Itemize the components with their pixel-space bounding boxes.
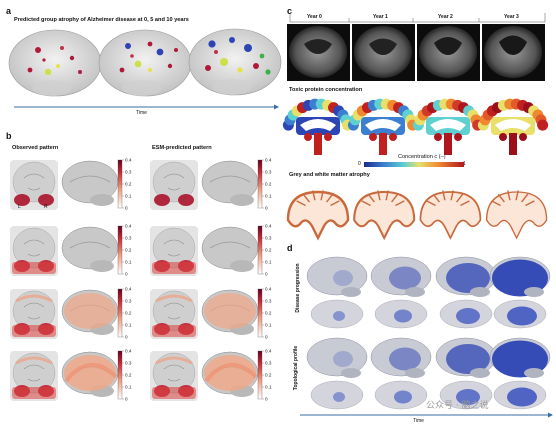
- colorbar-tick: 0.3: [265, 236, 272, 241]
- glass-brain-year10: [188, 28, 282, 96]
- colorbar-tick: 0.3: [125, 170, 132, 175]
- concentration-label: Concentration c (–): [398, 154, 446, 160]
- conc-max: 1: [463, 161, 466, 167]
- colorbar-tick: 0.3: [265, 170, 272, 175]
- atrophy-outline-year2: [419, 190, 482, 240]
- panel-b-letter: b: [6, 131, 12, 141]
- colorbar-tick: 0.4: [265, 349, 272, 354]
- atrophy-map-row4-esm: 0.4 0.3 0.2 0.1 0: [150, 349, 272, 402]
- atrophy-map-row4-observed: 0.4 0.3 0.2 0.1 0: [10, 349, 132, 402]
- colorbar-tick: 0.2: [125, 182, 132, 187]
- left-hemisphere-label: L: [18, 204, 21, 210]
- atrophy-map-row2-observed: 0.4 0.3 0.2 0.1 0: [10, 224, 132, 277]
- colorbar-tick: 0.2: [125, 311, 132, 316]
- concentration-colorbar: [364, 162, 464, 167]
- colorbar-tick: 0.4: [265, 158, 272, 163]
- colorbar-tick: 0.1: [125, 194, 132, 199]
- toxic-title: Toxic protein concentration: [289, 87, 363, 93]
- brain-progression-t1: [370, 256, 432, 329]
- colorbar-tick: 0.1: [125, 385, 132, 390]
- colorbar-tick: 0.4: [125, 287, 132, 292]
- colorbar-tick: 0: [265, 397, 268, 402]
- right-hemisphere-label: R: [44, 204, 48, 210]
- toxic-cortex-year1: [347, 98, 419, 155]
- conc-min: 0: [358, 161, 361, 167]
- colorbar-tick: 0.3: [125, 236, 132, 241]
- colorbar-tick: 0: [125, 272, 128, 277]
- colorbar-tick: 0.1: [125, 323, 132, 328]
- atrophy-outline-year3: [485, 190, 548, 240]
- colorbar-tick: 0.1: [265, 194, 272, 199]
- atrophy-map-row2-esm: 0.4 0.3 0.2 0.1 0: [150, 224, 272, 277]
- atrophy-outline-year1: [353, 190, 416, 241]
- year-3-label: Year 3: [504, 14, 519, 20]
- brain-topology-t0: [306, 337, 368, 410]
- atrophy-map-row3-observed: 0.4 0.3 0.2 0.1 0: [10, 287, 132, 340]
- atrophy-map-row1-esm: 0.4 0.3 0.2 0.1 0: [150, 158, 272, 211]
- brain-topology-t3: [489, 337, 551, 410]
- panel-d-letter: d: [287, 243, 293, 253]
- colorbar-tick: 0.3: [265, 299, 272, 304]
- atrophy-outline-year0: [286, 190, 350, 241]
- colorbar-tick: 0.4: [265, 287, 272, 292]
- colorbar-tick: 0.4: [265, 224, 272, 229]
- colorbar-tick: 0.4: [125, 224, 132, 229]
- colorbar-tick: 0.4: [125, 349, 132, 354]
- colorbar-tick: 0: [125, 335, 128, 340]
- colorbar-tick: 0: [125, 206, 128, 211]
- panel-a-letter: a: [6, 6, 12, 16]
- mri-slices: [287, 24, 545, 81]
- panel-c-letter: c: [287, 6, 293, 16]
- year-0-label: Year 0: [307, 14, 322, 20]
- colorbar-tick: 0.3: [125, 361, 132, 366]
- colorbar-tick: 0.2: [265, 248, 272, 253]
- brain-topology-t2: [435, 337, 497, 410]
- colorbar-tick: 0.3: [125, 299, 132, 304]
- brain-progression-t0: [306, 256, 368, 329]
- colorbar-tick: 0: [125, 397, 128, 402]
- colorbar-tick: 0.4: [125, 158, 132, 163]
- colorbar-tick: 0.1: [265, 260, 272, 265]
- atrophy-title: Grey and white matter atrophy: [289, 172, 370, 178]
- colorbar-tick: 0.2: [265, 182, 272, 187]
- colorbar-tick: 0.1: [125, 260, 132, 265]
- observed-title: Observed pattern: [12, 145, 59, 151]
- colorbar-tick: 0.1: [265, 385, 272, 390]
- colorbar-tick: 0.1: [265, 323, 272, 328]
- year-1-label: Year 1: [373, 14, 388, 20]
- colorbar-tick: 0: [265, 272, 268, 277]
- glass-brain-year0: [8, 29, 102, 97]
- panel-a-time-label: Time: [136, 110, 147, 116]
- watermark: 公众号 · 脑之说: [426, 401, 489, 411]
- esm-title: ESM-predicted pattern: [152, 145, 212, 151]
- panel-a-title: Predicted group atrophy of Alzheimer dis…: [14, 17, 189, 23]
- colorbar-tick: 0: [265, 206, 268, 211]
- colorbar-tick: 0.3: [265, 361, 272, 366]
- atrophy-map-row1-observed: 0.4 0.3 0.2 0.1 0: [10, 158, 132, 211]
- toxic-cortex-year2: [412, 98, 484, 155]
- colorbar-tick: 0.2: [125, 373, 132, 378]
- brain-topology-t1: [370, 337, 432, 410]
- year-2-label: Year 2: [438, 14, 453, 20]
- atrophy-map-row3-esm: 0.4 0.3 0.2 0.1 0: [150, 287, 272, 340]
- glass-brain-year5: [98, 29, 192, 97]
- colorbar-tick: 0: [265, 335, 268, 340]
- colorbar-tick: 0.2: [265, 311, 272, 316]
- toxic-cortex-year3: [477, 98, 549, 155]
- brain-progression-t3: [489, 256, 551, 329]
- panel-d-time-label: Time: [413, 418, 424, 424]
- colorbar-tick: 0.2: [125, 248, 132, 253]
- colorbar-tick: 0.2: [265, 373, 272, 378]
- brain-progression-t2: [435, 256, 497, 329]
